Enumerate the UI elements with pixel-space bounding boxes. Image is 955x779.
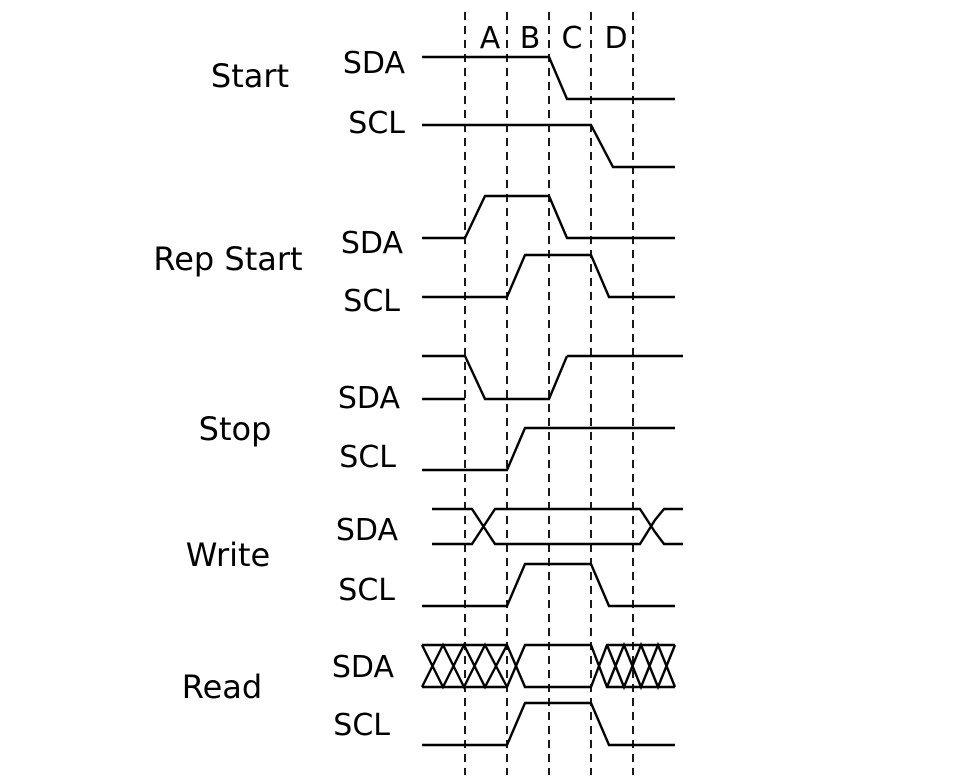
start-sda-waveform: [422, 55, 675, 101]
signal-label-scl: SCL: [333, 708, 390, 743]
phase-label-a: A: [480, 21, 501, 56]
condition-label-stop: Stop: [199, 410, 272, 448]
signal-label-sda: SDA: [341, 226, 404, 261]
signal-label-scl: SCL: [338, 573, 395, 608]
phase-labels: A B C D: [480, 21, 628, 56]
read-condition: Read SDA SCL: [182, 641, 677, 747]
write-sda-waveform: [432, 507, 683, 546]
signal-label-sda: SDA: [338, 381, 401, 416]
phase-label-d: D: [604, 21, 627, 56]
condition-label-start: Start: [211, 57, 289, 95]
rep-start-condition: Rep Start SDA SCL: [153, 194, 675, 319]
write-condition: Write SDA SCL: [186, 507, 683, 608]
signal-label-sda: SDA: [336, 513, 399, 548]
start-condition: Start SDA SCL: [211, 46, 675, 169]
stop-scl-waveform: [422, 426, 675, 472]
rep-start-sda-waveform: [422, 194, 675, 240]
condition-label-write: Write: [186, 536, 270, 574]
stop-sda-waveform: [422, 355, 569, 401]
read-scl-waveform: [422, 701, 675, 747]
read-sda-waveform: [420, 641, 677, 691]
phase-label-c: C: [562, 21, 583, 56]
signal-label-scl: SCL: [343, 284, 400, 319]
phase-label-b: B: [520, 21, 541, 56]
signal-label-scl: SCL: [339, 440, 396, 475]
condition-label-read: Read: [182, 668, 262, 706]
write-scl-waveform: [422, 562, 675, 608]
start-scl-waveform: [422, 123, 675, 169]
rep-start-scl-waveform: [422, 253, 675, 299]
stop-condition: Stop SDA SCL: [199, 354, 683, 475]
signal-label-sda: SDA: [332, 650, 395, 685]
condition-label-rep-start: Rep Start: [153, 240, 302, 278]
phase-dividers: [464, 12, 634, 775]
signal-label-sda: SDA: [343, 46, 406, 81]
signal-label-scl: SCL: [348, 106, 405, 141]
